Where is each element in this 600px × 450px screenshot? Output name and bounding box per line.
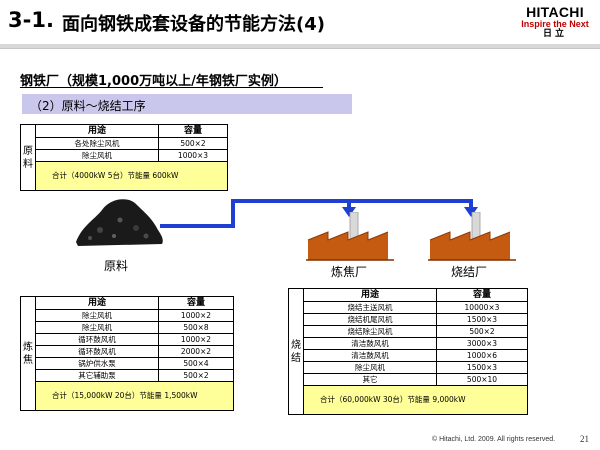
table-cell-capacity: 1000×2 (158, 333, 234, 346)
table-cell-capacity: 1000×2 (158, 309, 234, 322)
table-cell-capacity: 500×2 (158, 137, 228, 150)
table-cell-capacity: 10000×3 (436, 301, 528, 314)
table-cell-use: 清洁鼓风机 (303, 337, 437, 350)
table-cell-use: 烧结主送风机 (303, 301, 437, 314)
raw-material-label: 原料 (104, 259, 129, 273)
table-cell-use: 各处除尘风机 (35, 137, 159, 150)
table-cell-use: 循环鼓风机 (35, 333, 159, 346)
logo-kanji: 日立 (542, 29, 567, 39)
logo-brand: HITACHI (526, 4, 584, 20)
table-cell-capacity: 500×10 (436, 373, 528, 386)
table-cell-capacity: 1500×3 (436, 313, 528, 326)
table-cell-capacity: 500×4 (158, 357, 234, 370)
table-cell-use: 锅炉供水泵 (35, 357, 159, 370)
table-cell-use: 其它辅助泵 (35, 369, 159, 382)
page-number: 21 (580, 434, 589, 444)
flow-pipe-segment (160, 224, 234, 228)
header-divider (0, 44, 600, 48)
logo-tagline: Inspire the Next (521, 19, 589, 29)
hitachi-logo: HITACHI Inspire the Next 日立 (516, 5, 594, 41)
raw-col-use: 用途 (35, 124, 159, 138)
sinter-plant-label: 烧结厂 (451, 265, 488, 279)
table-cell-use: 循环鼓风机 (35, 345, 159, 358)
table-cell-capacity: 3000×3 (436, 337, 528, 350)
coking-total: 合计（15,000kW 20台）节能量 1,500kW (35, 381, 234, 411)
table-cell-use: 烧结机尾风机 (303, 313, 437, 326)
coal-pile-icon (76, 199, 163, 246)
raw-col-capacity: 容量 (158, 124, 228, 138)
arrow-down-icon (464, 207, 478, 217)
flow-pipe-segment (347, 199, 351, 209)
sinter-plant-icon (428, 212, 516, 261)
table-cell-use: 除尘风机 (303, 361, 437, 374)
flow-pipe-segment (231, 199, 235, 228)
table-cell-use: 烧结除尘风机 (303, 325, 437, 338)
coking-plant-label: 炼焦厂 (331, 265, 368, 279)
copyright: © Hitachi, Ltd. 2009. All rights reserve… (432, 436, 556, 443)
table-cell-capacity: 500×8 (158, 321, 234, 334)
coking-col-use: 用途 (35, 296, 159, 310)
table-cell-use: 除尘风机 (35, 149, 159, 162)
table-cell-capacity: 1500×3 (436, 361, 528, 374)
table-row: 除尘风机 1000×3 (21, 149, 228, 162)
table-cell-use: 清洁鼓风机 (303, 349, 437, 362)
section-bar (22, 94, 352, 114)
coking-col-capacity: 容量 (158, 296, 234, 310)
table-cell-use: 其它 (303, 373, 437, 386)
flow-pipe-segment (469, 199, 473, 209)
raw-total: 合计（4000kW 5台）节能量 600kW (35, 161, 228, 191)
section-label: （2）原料～烧结工序 (30, 99, 146, 113)
raw-side-label: 原料 (20, 124, 36, 191)
flow-pipe-segment (231, 199, 473, 203)
sinter-side-label: 烧结 (288, 288, 304, 415)
subtitle: 钢铁厂（规模1,000万吨以上/年钢铁厂实例） (20, 74, 287, 89)
table-cell-capacity: 1000×6 (436, 349, 528, 362)
slide-title: 面向钢铁成套设备的节能方法(4) (62, 14, 325, 35)
header-divider-thin (0, 48, 600, 49)
table-cell-capacity: 1000×3 (158, 149, 228, 162)
header-bar (0, 0, 600, 44)
slide-number: 3-1. (8, 8, 54, 32)
sinter-total: 合计（60,000kW 30台）节能量 9,000kW (303, 385, 528, 415)
table-cell-use: 除尘风机 (35, 321, 159, 334)
subtitle-underline (20, 87, 323, 88)
table-cell-capacity: 500×2 (436, 325, 528, 338)
coking-plant-icon (306, 212, 394, 261)
sinter-col-capacity: 容量 (436, 288, 528, 302)
table-cell-use: 除尘风机 (35, 309, 159, 322)
table-cell-capacity: 2000×2 (158, 345, 234, 358)
coking-side-label: 炼焦 (20, 296, 36, 411)
table-row: 各处除尘风机 500×2 (21, 137, 228, 150)
sinter-col-use: 用途 (303, 288, 437, 302)
raw-material-table: 原料 用途 容量 各处除尘风机 500×2 除尘风机 1000×3 合计（400… (20, 124, 228, 191)
table-cell-capacity: 500×2 (158, 369, 234, 382)
arrow-down-icon (342, 207, 356, 217)
